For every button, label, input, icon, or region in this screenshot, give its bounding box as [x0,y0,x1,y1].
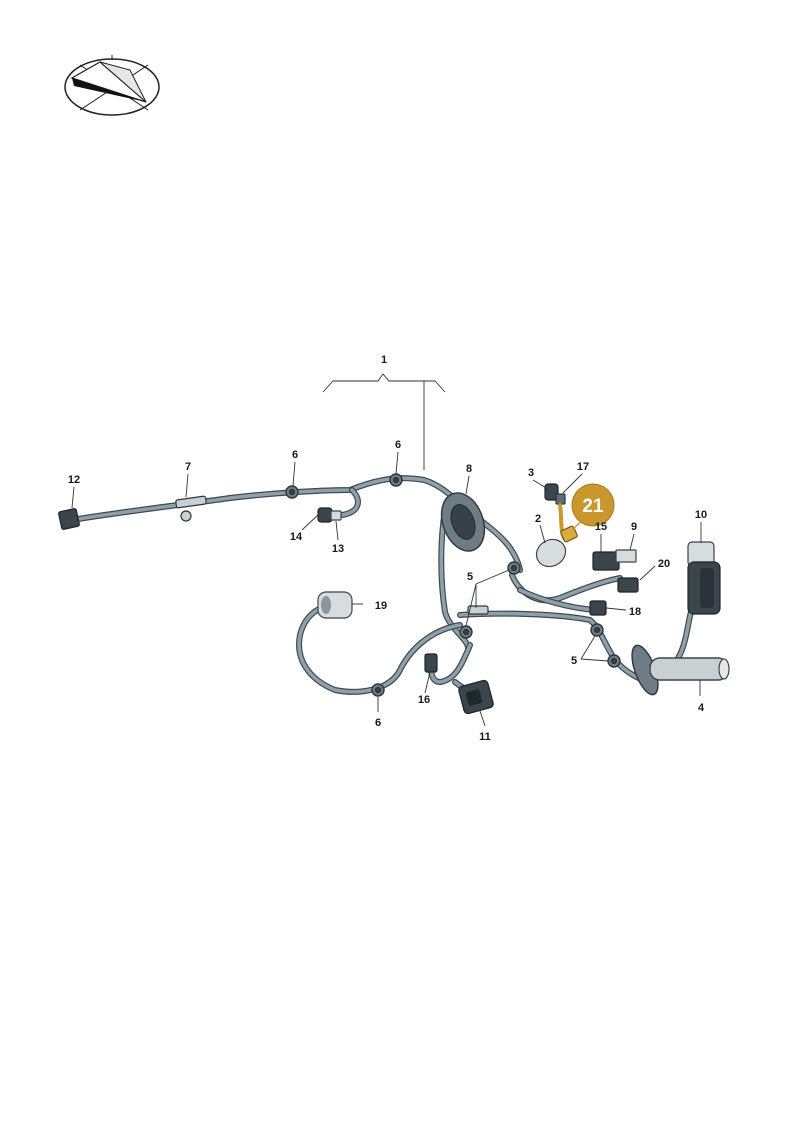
grommet-6c[interactable] [371,683,385,697]
group-bracket-1 [322,373,446,470]
grommet-8[interactable] [434,487,492,557]
callout-5b: 5 [571,655,577,667]
callout-20: 20 [658,558,670,570]
connector-10[interactable] [687,541,721,615]
callout-6a: 6 [292,449,298,461]
connector-16[interactable] [424,653,438,673]
callout-4: 4 [698,702,705,714]
callout-badge-21[interactable]: 21 [571,483,615,527]
callout-8: 8 [466,463,472,475]
callout-6b: 6 [395,439,401,451]
connector-15[interactable] [592,551,620,571]
connector-17[interactable] [555,493,566,505]
callout-14: 14 [290,531,303,543]
clip-5a[interactable] [507,561,521,575]
callout-18: 18 [629,606,641,618]
callout-labels: 1 2 3 4 5 5 6 6 6 7 8 9 10 11 12 13 14 1… [68,354,707,743]
connector-11[interactable] [458,679,494,715]
connector-13[interactable] [330,510,342,521]
connector-19[interactable] [317,591,353,619]
connector-9[interactable] [615,549,637,563]
callout-10: 10 [695,509,707,521]
callout-16: 16 [418,694,430,706]
callout-17: 17 [577,461,589,473]
cable-clip-7[interactable] [175,495,207,522]
clip-5c[interactable] [467,605,489,615]
clip-5b[interactable] [459,625,473,639]
conduit-4[interactable] [627,642,730,698]
callout-3: 3 [528,467,534,479]
callout-15: 15 [595,521,607,533]
connector-20[interactable] [617,577,639,593]
clip-5d[interactable] [590,623,604,637]
connector-12[interactable] [58,508,80,530]
callout-7: 7 [185,461,191,473]
callout-6c: 6 [375,717,381,729]
callout-19: 19 [375,600,387,612]
callout-9: 9 [631,521,637,533]
leader-lines [71,451,702,727]
connector-14[interactable] [317,507,333,523]
callout-2: 2 [535,513,541,525]
callout-21: 21 [582,496,604,517]
callout-11: 11 [479,731,491,743]
grommet-6b[interactable] [389,473,403,487]
grommet-6a[interactable] [285,485,299,499]
callout-13: 13 [332,543,344,555]
callout-5a: 5 [467,571,473,583]
connector-18[interactable] [589,600,607,616]
callout-12: 12 [68,474,80,486]
paper-plane-compass-icon [64,55,160,116]
callout-1: 1 [381,354,387,366]
clip-5e[interactable] [607,654,621,668]
connector-3[interactable] [544,483,559,501]
